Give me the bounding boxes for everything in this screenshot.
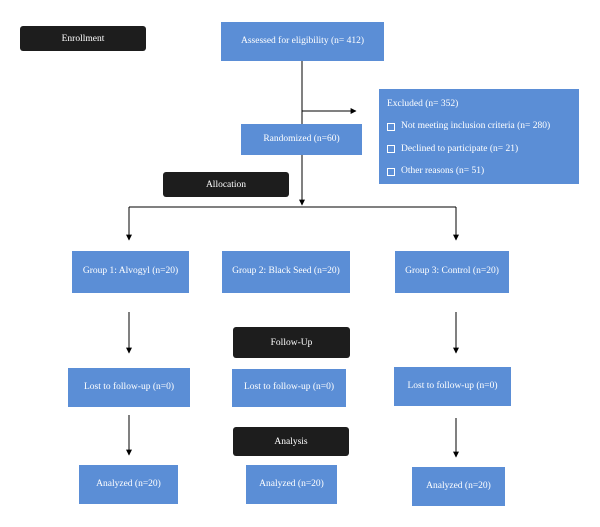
excluded-item-label: Other reasons (n= 51) [401,166,485,177]
lost-1-box: Lost to follow-up (n=0) [68,368,190,407]
excluded-item: Other reasons (n= 51) [387,166,571,177]
assessed-box: Assessed for eligibility (n= 412) [221,22,384,61]
analyzed-1-box: Analyzed (n=20) [79,465,178,504]
stage-enrollment: Enrollment [20,26,146,51]
excluded-title: Excluded (n= 352) [387,99,459,109]
stage-follow-up: Follow-Up [233,327,350,358]
checkbox-icon [387,167,395,176]
excluded-item-label: Not meeting inclusion criteria (n= 280) [401,121,551,132]
excluded-item-label: Declined to participate (n= 21) [401,143,519,154]
randomized-box: Randomized (n=60) [241,124,362,155]
checkbox-icon [387,123,395,132]
group-2-box: Group 2: Black Seed (n=20) [222,251,350,293]
lost-2-box: Lost to follow-up (n=0) [232,369,346,407]
stage-allocation: Allocation [163,172,289,197]
analyzed-2-box: Analyzed (n=20) [246,465,337,504]
excluded-item: Declined to participate (n= 21) [387,144,571,155]
group-1-box: Group 1: Alvogyl (n=20) [72,251,189,293]
checkbox-icon [387,145,395,154]
stage-analysis: Analysis [233,427,349,456]
excluded-item: Not meeting inclusion criteria (n= 280) [387,121,571,132]
excluded-box: Excluded (n= 352) Not meeting inclusion … [379,89,579,184]
group-3-box: Group 3: Control (n=20) [395,251,509,293]
lost-3-box: Lost to follow-up (n=0) [394,367,511,406]
analyzed-3-box: Analyzed (n=20) [412,467,505,506]
